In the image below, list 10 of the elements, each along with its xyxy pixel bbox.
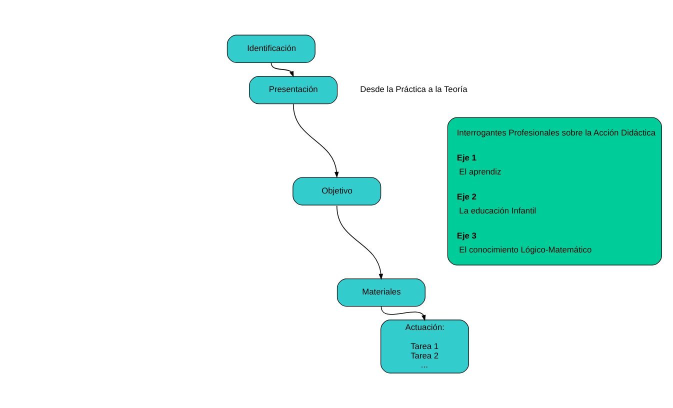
node-box: Presentación xyxy=(249,76,338,104)
node-box: Interrogantes Profesionales sobre la Acción Didáctica Eje 1 El aprendiz Eje 2 La educación Infantil Eje 3 El conocimiento Lógico-Matemático xyxy=(447,117,662,266)
arrow xyxy=(336,205,384,280)
arrow xyxy=(270,62,294,78)
node-box: Identificación xyxy=(226,34,316,63)
node-box: Objetivo xyxy=(292,177,382,206)
node-label: Desde la Práctica a la Teoría xyxy=(360,84,468,94)
node-box: Materiales xyxy=(336,278,426,307)
arrow xyxy=(292,103,339,178)
node-box: Actuación: Tarea 1 Tarea 2 ... xyxy=(380,320,469,374)
